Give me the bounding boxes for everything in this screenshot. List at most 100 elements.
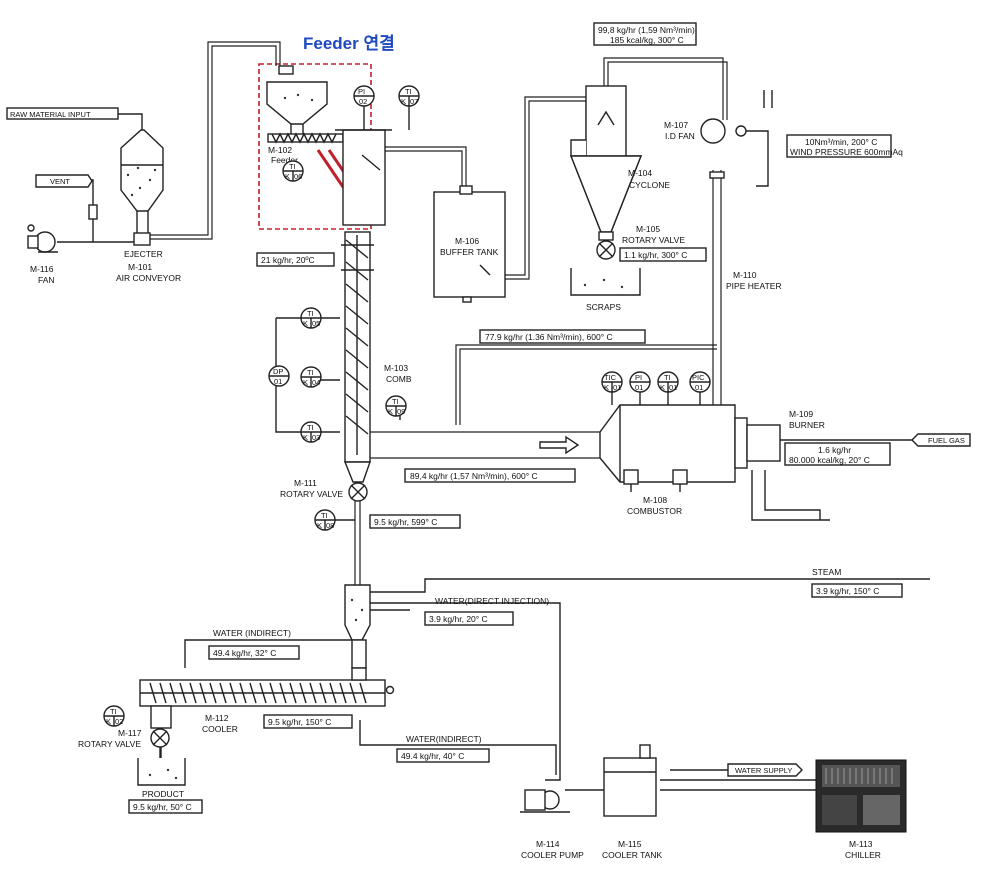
instrument-dp-01: DP 01 (268, 365, 290, 387)
pipe-heater-name: PIPE HEATER (726, 281, 782, 291)
instruments-pic-01-1-text: 01 (695, 383, 703, 392)
flow-notes-water-direct-text: 3.9 kg/hr, 20° C (429, 614, 488, 624)
rotary-valve-105-name: ROTARY VALVE (622, 235, 685, 245)
rotary-valve-m105: M-105 ROTARY VALVE SCRAPS (570, 224, 685, 312)
instruments-ti-06-1-text: K (285, 172, 290, 181)
buffer-tank-name: BUFFER TANK (440, 247, 499, 257)
flow-notes-rotary-valve-105-text: 1.1 kg/hr, 300° C (624, 250, 687, 260)
note-hot-gas: 77.9 kg/hr (1.36 Nm³/min), 600° C (479, 329, 646, 344)
diagram-title: Feeder 연결 (303, 34, 395, 53)
buffer-tank-m106: M-106 BUFFER TANK (433, 185, 506, 303)
chiller-tag: M-113 (849, 839, 873, 849)
pipe-heater-tag: M-110 (733, 270, 757, 280)
instruments-ti-01-1-text: K (660, 383, 665, 392)
note-water-indirect-in: 49.4 kg/hr, 32° C (208, 645, 300, 660)
instruments-ti-02-0-text: TI (110, 707, 117, 716)
flow-notes-product-text: 9.5 kg/hr, 50° C (133, 802, 192, 812)
instrument-ti-09: TI K 09 (385, 395, 407, 417)
instruments-pi-01-0-text: PI (635, 373, 642, 382)
instrument-ti-02: TI K 02 (103, 705, 125, 727)
instruments-ti-07-2-text: 07 (410, 97, 418, 106)
scraps-label: SCRAPS (586, 302, 621, 312)
instruments-ti-09-0-text: TI (392, 397, 399, 406)
rotary-valve-m117: M-117 ROTARY VALVE (78, 728, 170, 749)
flow-notes-feed-text: 21 kg/hr, 20ºC (261, 255, 315, 265)
instruments-ti-07-0-text: TI (405, 87, 412, 96)
id-fan-name: I.D FAN (665, 131, 695, 141)
instruments-ti-01-2-text: 01 (669, 383, 677, 392)
instruments-ti-09-2-text: 09 (397, 407, 405, 416)
burner-tag: M-109 (789, 409, 813, 419)
instruments-pic-01-0-text: PIC (692, 373, 705, 382)
feeder-tag: M-102 (268, 145, 292, 155)
instruments-ti-05-2-text: 05 (312, 319, 320, 328)
instrument-ti-07: TI K 07 (398, 85, 420, 130)
instrument-tic-01: TIC K 01 (601, 371, 623, 393)
note-steam: 3.9 kg/hr, 150° C (811, 583, 903, 598)
product-label: PRODUCT (142, 789, 184, 799)
instruments-tic-01-2-text: 01 (613, 383, 621, 392)
instrument-pi-02: PI 02 (353, 85, 375, 130)
instruments-ti-05-0-text: TI (307, 309, 314, 318)
cooler-m112: M-112 COOLER (139, 667, 395, 734)
flow-notes-steam-text: 3.9 kg/hr, 150° C (816, 586, 879, 596)
flow-notes-hot-gas-text: 77.9 kg/hr (1.36 Nm³/min), 600° C (485, 332, 613, 342)
note-feed: 21 kg/hr, 20ºC (256, 252, 335, 267)
rotary-valve-117-tag: M-117 (118, 728, 142, 738)
instrument-ti-04: TI K 04 (300, 366, 322, 388)
steam-injector (344, 584, 371, 669)
cooler-tank-tag: M-115 (618, 839, 642, 849)
chiller-name: CHILLER (845, 850, 881, 860)
instrument-ti-06: TI K 06 (282, 160, 304, 182)
rotary-valve-117-name: ROTARY VALVE (78, 739, 141, 749)
cooler-pump-tag: M-114 (536, 839, 560, 849)
product-bin: PRODUCT (137, 758, 186, 799)
pipe-heater-m110: M-110 PIPE HEATER (709, 171, 782, 291)
cyclone-tag: M-104 (628, 168, 652, 178)
comb-tag: M-103 (384, 363, 408, 373)
instrument-ti-08: TI K 08 (314, 509, 355, 531)
flow-notes-cyclone-top-0-text: 99,8 kg/hr (1,59 Nm³/min) (598, 25, 695, 35)
instruments-ti-08-1-text: K (317, 521, 322, 530)
note-cyclone-top: 99,8 kg/hr (1,59 Nm³/min) 185 kcal/kg, 3… (593, 22, 697, 46)
flow-notes-water-indirect-in-text: 49.4 kg/hr, 32° C (213, 648, 276, 658)
flow-notes-burner-0-text: 1.6 kg/hr (818, 445, 851, 455)
instruments-tic-01-0-text: TIC (604, 373, 617, 382)
fan-name: FAN (38, 275, 55, 285)
note-product: 9.5 kg/hr, 50° C (128, 799, 203, 814)
instrument-ti-03: TI K 03 (300, 421, 322, 443)
flow-notes-combustor-out-text: 89,4 kg/hr (1,57 Nm³/min), 600° C (410, 471, 538, 481)
instruments-ti-02-1-text: K (106, 717, 111, 726)
water-direct-injection-label: WATER(DIRECT INJECTION) (435, 596, 549, 606)
flow-notes-cyclone-top-1-text: 185 kcal/kg, 300° C (610, 35, 684, 45)
instruments-ti-04-2-text: 04 (312, 378, 320, 387)
comb-m103: M-103 COMB (335, 129, 412, 483)
flow-notes-water-indirect-out-text: 49.4 kg/hr, 40° C (401, 751, 464, 761)
cyclone-m104: M-104 CYCLONE (569, 85, 670, 233)
note-water-direct: 3.9 kg/hr, 20° C (424, 611, 514, 626)
cooler-pump-m114: M-114 COOLER PUMP (520, 789, 584, 860)
instruments-pi-02-1-text: 02 (359, 97, 367, 106)
air-conveyor-tag: M-101 (128, 262, 152, 272)
instruments-ti-01-0-text: TI (664, 373, 671, 382)
instruments-ti-09-1-text: K (388, 407, 393, 416)
instrument-pic-01: PIC 01 (689, 371, 711, 393)
id-fan-m107: M-107 I.D FAN (664, 90, 773, 144)
water-indirect-top-label: WATER (INDIRECT) (213, 628, 291, 638)
vent-label: VENT (50, 177, 70, 186)
note-rotary-valve-105: 1.1 kg/hr, 300° C (619, 247, 707, 262)
flow-notes-rotary-valve-111-text: 9.5 kg/hr, 599° C (374, 517, 437, 527)
rotary-valve-111-tag: M-111 (294, 478, 317, 488)
chiller-m113: M-113 CHILLER WATER SUPPLY (727, 759, 907, 860)
burner-name: BURNER (789, 420, 825, 430)
instruments-ti-02-2-text: 02 (115, 717, 123, 726)
note-water-indirect-out: 49.4 kg/hr, 40° C (396, 748, 490, 763)
instruments-ti-03-2-text: 03 (312, 433, 320, 442)
combustor-name: COMBUSTOR (627, 506, 682, 516)
fan-m116: M-116 FAN (27, 224, 58, 285)
instrument-pi-01: PI 01 (629, 371, 651, 393)
instruments-dp-01-0-text: DP (273, 367, 283, 376)
combustor-tag: M-108 (643, 495, 667, 505)
instruments-ti-04-0-text: TI (307, 368, 314, 377)
instruments-ti-05-1-text: K (303, 319, 308, 328)
